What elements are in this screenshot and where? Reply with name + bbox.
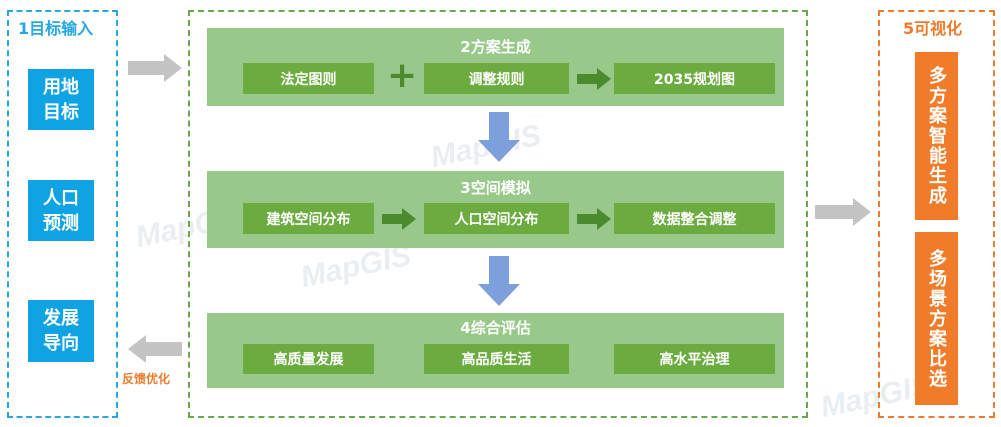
arrow-down-icon [478, 112, 520, 162]
arrow-right-icon [577, 68, 611, 90]
panel-evaluate: 4综合评估 高质量发展 高品质生活 高水平治理 [207, 313, 784, 388]
step-adjust-rules: 调整规则 [424, 63, 569, 94]
arrow-down-icon [478, 256, 520, 306]
visual-multi-scheme-generation: 多方案智能生成 [915, 52, 958, 220]
visual-multi-scenario-comparison: 多场景方案比选 [915, 232, 958, 405]
step-building-distribution: 建筑空间分布 [243, 203, 374, 234]
visual-group [878, 10, 995, 418]
visual-title: 5可视化 [903, 19, 963, 38]
input-group [7, 10, 118, 418]
step-2035-plan: 2035规划图 [614, 63, 775, 94]
step-high-quality-development: 高质量发展 [243, 344, 374, 374]
step-high-quality-life: 高品质生活 [424, 344, 569, 374]
plus-icon: + [387, 55, 418, 96]
process-group [188, 10, 808, 418]
arrow-left-icon [128, 335, 182, 363]
step-statutory-map: 法定图则 [243, 63, 374, 94]
panel-title: 4综合评估 [460, 319, 531, 337]
step-population-distribution: 人口空间分布 [424, 203, 569, 234]
step-high-level-governance: 高水平治理 [614, 344, 775, 374]
feedback-label: 反馈优化 [122, 372, 171, 386]
panel-title: 2方案生成 [460, 38, 531, 56]
input-land-target: 用地 目标 [28, 69, 94, 130]
input-development-direction: 发展 导向 [28, 300, 94, 362]
arrow-right-icon [577, 208, 611, 230]
step-data-integration: 数据整合调整 [614, 203, 775, 234]
input-population-forecast: 人口 预测 [28, 180, 94, 241]
arrow-right-icon [382, 208, 416, 230]
panel-generate: 2方案生成 法定图则 + 调整规则 2035规划图 [207, 28, 784, 106]
arrow-right-icon [815, 198, 871, 226]
arrow-right-icon [128, 54, 182, 82]
panel-title: 3空间模拟 [460, 179, 531, 197]
input-title: 1目标输入 [18, 19, 94, 38]
panel-simulate: 3空间模拟 建筑空间分布 人口空间分布 数据整合调整 [207, 171, 784, 248]
